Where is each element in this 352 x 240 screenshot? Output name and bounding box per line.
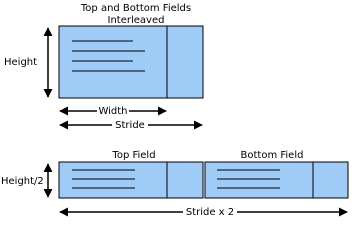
interleaved-buffer: [58, 25, 204, 99]
bottom-field-label: Bottom Field: [241, 150, 304, 161]
interleaved-buffer-visible-area: [58, 25, 168, 99]
top-field-padding: [166, 161, 204, 199]
top-field-buffer: [58, 161, 204, 199]
bottom-field-padding: [312, 161, 349, 199]
interleaved-title-line1: Top and Bottom Fields: [80, 3, 191, 14]
double-stride-label: Stride x 2: [186, 207, 234, 218]
bottom-field-visible-area: [204, 161, 314, 199]
top-field-visible-area: [58, 161, 168, 199]
interleaved-buffer-padding: [166, 25, 204, 99]
double-stride-label-bg: [183, 205, 237, 218]
half-height-label: Height/2: [1, 176, 44, 187]
width-label: Width: [98, 106, 127, 117]
interleaved-title-line2: Interleaved: [108, 15, 165, 26]
height-label: Height: [4, 57, 37, 68]
width-label-bg: [97, 104, 129, 117]
top-field-label: Top Field: [111, 150, 155, 161]
field-stride-diagram: Top and Bottom Fields Interleaved Height…: [1, 3, 349, 218]
stride-label: Stride: [115, 120, 145, 131]
stride-label-bg: [112, 118, 148, 131]
bottom-field-buffer: [204, 161, 349, 199]
